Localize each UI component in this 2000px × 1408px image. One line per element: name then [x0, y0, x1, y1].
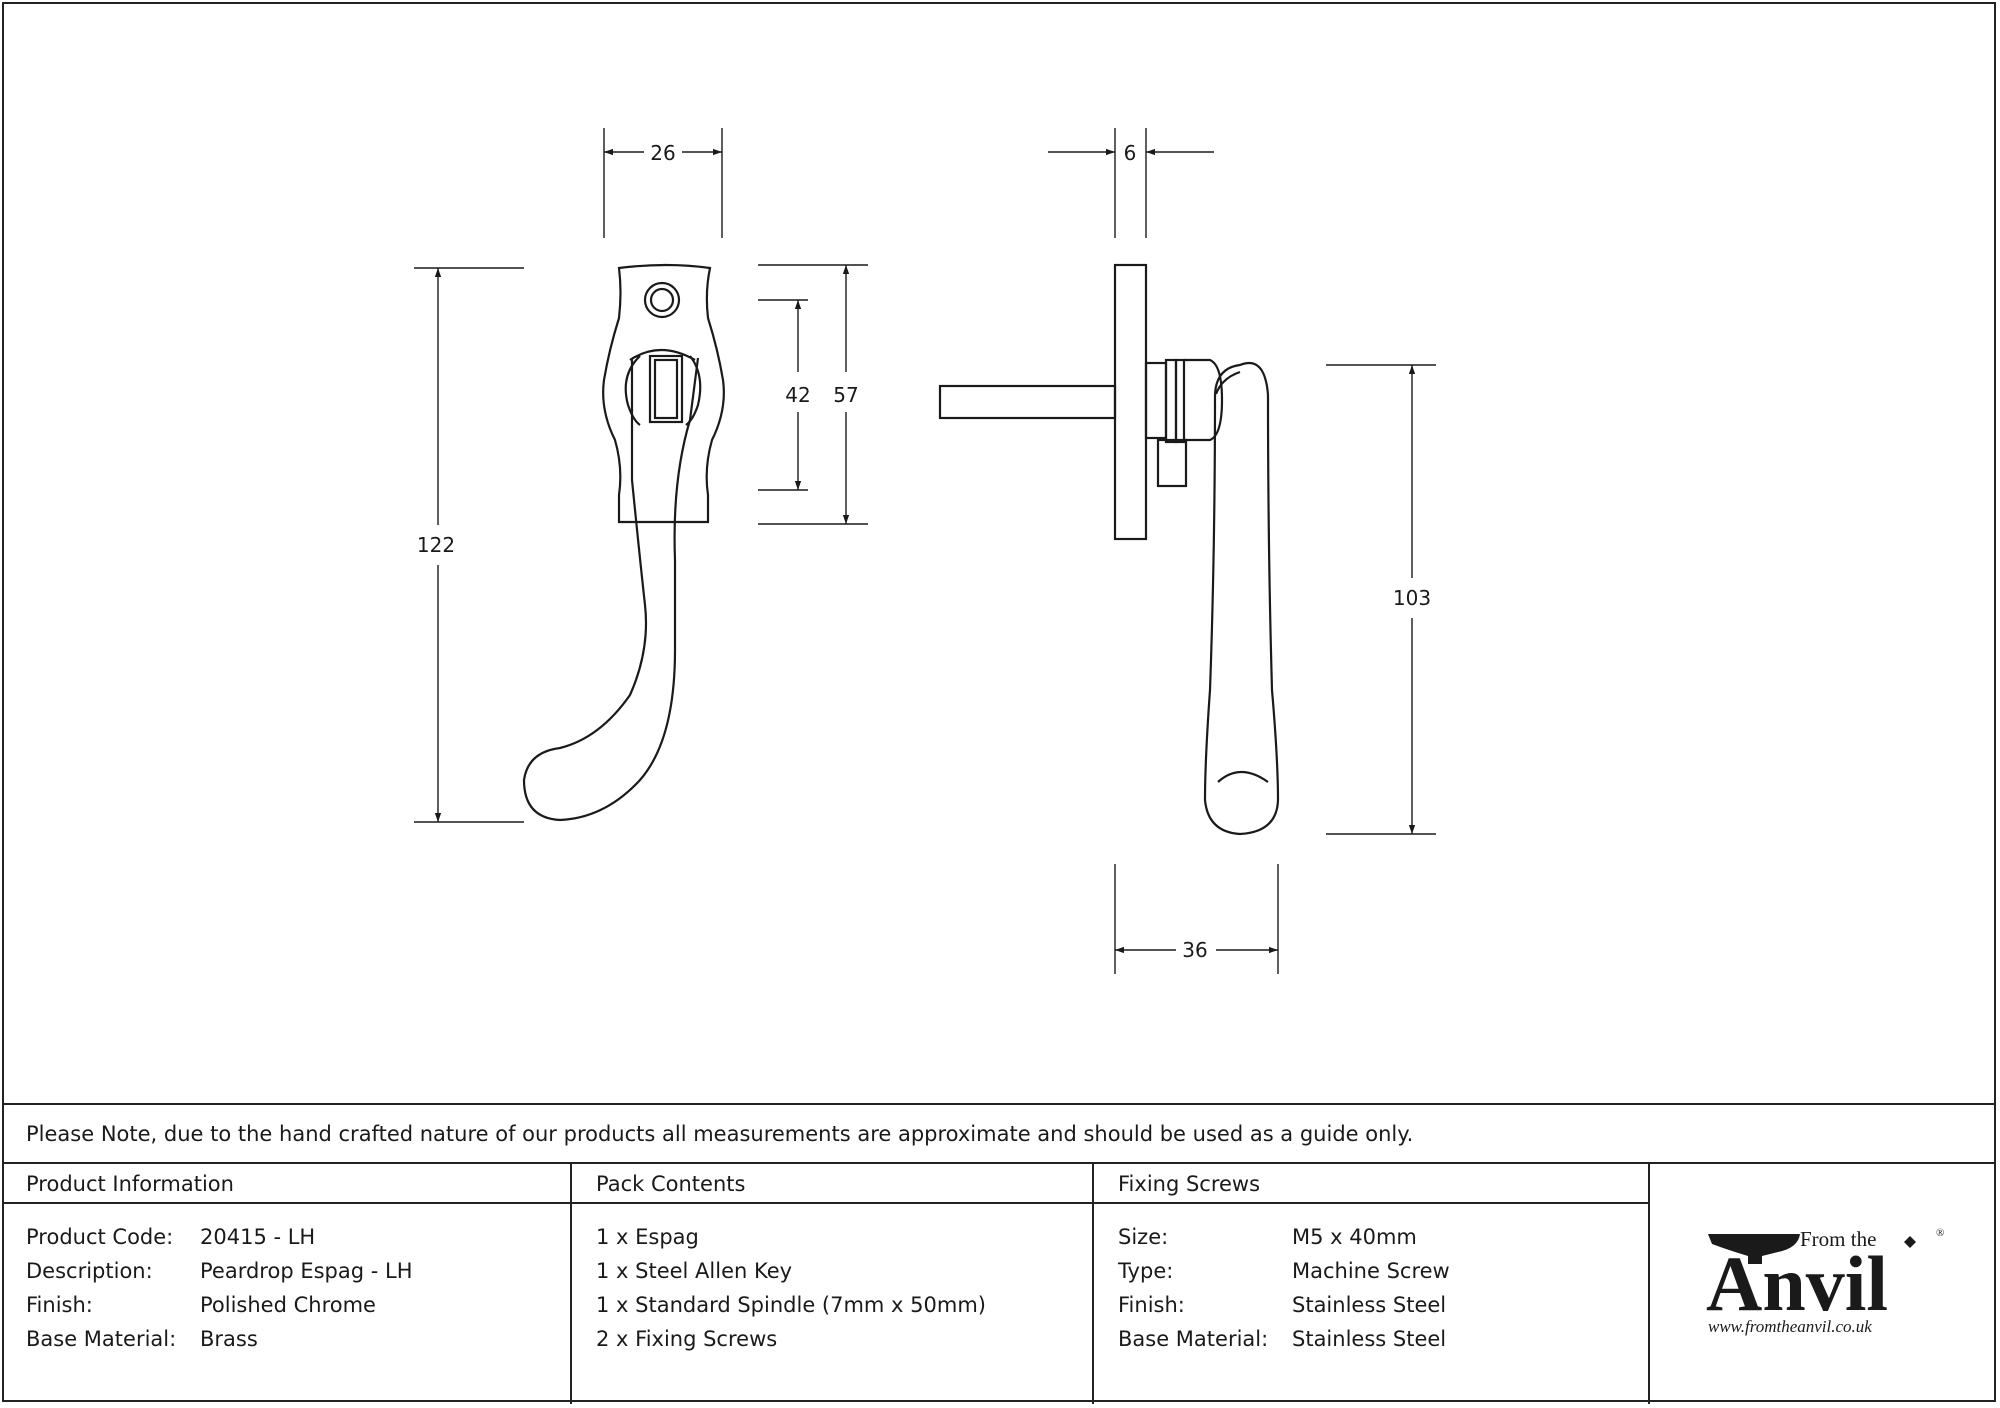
- pack-contents-heading: Pack Contents: [572, 1164, 1092, 1204]
- product-info-value: Brass: [200, 1327, 258, 1351]
- fixing-screw-value: M5 x 40mm: [1292, 1225, 1417, 1249]
- fixing-screw-value: Machine Screw: [1292, 1259, 1450, 1283]
- fixing-screw-value: Stainless Steel: [1292, 1327, 1447, 1351]
- pack-item: 1 x Espag: [596, 1225, 699, 1249]
- diamond-icon: [1904, 1236, 1916, 1248]
- fixing-screw-row: Finish: Stainless Steel: [1118, 1288, 1624, 1322]
- pack-item: 1 x Standard Spindle (7mm x 50mm): [596, 1293, 986, 1317]
- fixing-screw-row: Size: M5 x 40mm: [1118, 1220, 1624, 1254]
- fixing-screw-row: Base Material: Stainless Steel: [1118, 1322, 1624, 1356]
- front-view-handle: [522, 263, 725, 822]
- dim-backplate-outer-label: 57: [833, 383, 858, 407]
- product-info-value: 20415 - LH: [200, 1225, 316, 1249]
- product-information-column: Product Information Product Code: 20415 -…: [2, 1164, 572, 1404]
- product-info-label: Base Material:: [26, 1327, 177, 1351]
- product-info-label: Product Code:: [26, 1225, 174, 1249]
- logo-website: www.fromtheanvil.co.uk: [1708, 1317, 1872, 1336]
- pack-item: 1 x Steel Allen Key: [596, 1259, 793, 1283]
- product-info-label: Finish:: [26, 1293, 93, 1317]
- dim-side-width-label: 36: [1182, 938, 1207, 962]
- dimension-lines: [414, 128, 1436, 974]
- dim-plate-thickness-label: 6: [1124, 141, 1137, 165]
- dim-front-height-label: 122: [417, 533, 455, 557]
- fixing-screws-heading: Fixing Screws: [1094, 1164, 1648, 1204]
- product-information-heading: Product Information: [2, 1164, 570, 1204]
- info-table: Product Information Product Code: 20415 -…: [2, 1162, 1996, 1404]
- dim-front-width-label: 26: [650, 141, 675, 165]
- fixing-screws-column: Fixing Screws Size: M5 x 40mm Type: Machin…: [1094, 1164, 1650, 1404]
- product-info-row: Finish: Polished Chrome: [26, 1288, 546, 1322]
- logo-brand: Anvil: [1706, 1240, 1888, 1327]
- fixing-screw-label: Finish:: [1118, 1293, 1185, 1317]
- fixing-screw-label: Type:: [1118, 1259, 1174, 1283]
- disclaimer-note: Please Note, due to the hand crafted nat…: [2, 1103, 1996, 1164]
- product-info-row: Description: Peardrop Espag - LH: [26, 1254, 546, 1288]
- pack-contents-column: Pack Contents 1 x Espag 1 x Steel Allen …: [572, 1164, 1094, 1404]
- pack-item: 2 x Fixing Screws: [596, 1327, 778, 1351]
- fixing-screw-row: Type: Machine Screw: [1118, 1254, 1624, 1288]
- fixing-screw-label: Size:: [1118, 1225, 1169, 1249]
- anvil-logo-graphic: From the ® Anvil www.fromtheanvil.co.uk: [1706, 1227, 1944, 1336]
- dim-backplate-inner-label: 42: [785, 383, 810, 407]
- product-info-value: Polished Chrome: [200, 1293, 376, 1317]
- technical-drawing: 26 6 122 42 57 103 36: [414, 128, 1436, 974]
- anvil-icon: [1708, 1234, 1800, 1264]
- fixing-screw-label: Base Material:: [1118, 1327, 1269, 1351]
- product-info-value: Peardrop Espag - LH: [200, 1259, 413, 1283]
- logo-from-the: From the: [1800, 1227, 1876, 1251]
- product-info-label: Description:: [26, 1259, 153, 1283]
- from-the-anvil-logo: From the ® Anvil www.fromtheanvil.co.uk: [1650, 1164, 1996, 1404]
- fixing-screw-value: Stainless Steel: [1292, 1293, 1447, 1317]
- product-info-row: Product Code: 20415 - LH: [26, 1220, 546, 1254]
- product-info-row: Base Material: Brass: [26, 1322, 546, 1356]
- side-view-handle: [938, 263, 1280, 836]
- logo-registered: ®: [1936, 1227, 1944, 1239]
- dim-side-height-label: 103: [1393, 586, 1431, 610]
